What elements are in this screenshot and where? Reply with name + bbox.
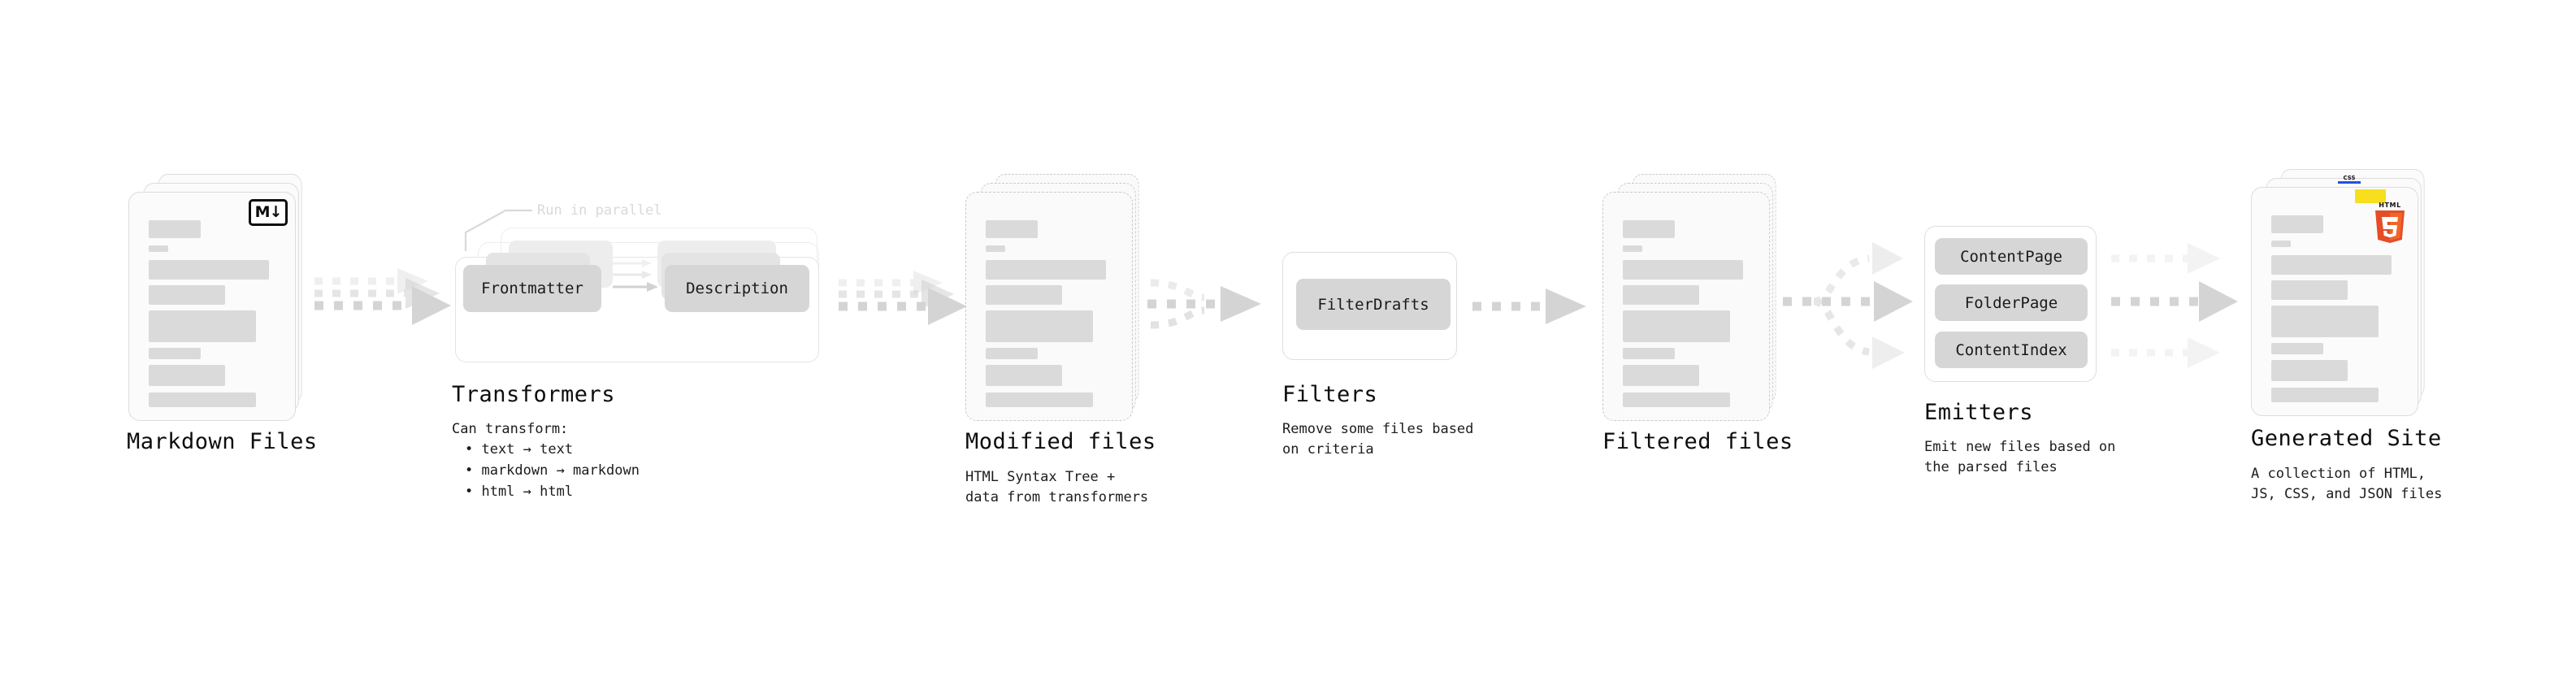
- skeleton-bar: [1623, 245, 1642, 252]
- run-in-parallel-label: Run in parallel: [537, 202, 662, 219]
- skeleton-bar: [2271, 343, 2323, 354]
- filtered-files-card-stack: [1602, 174, 1776, 421]
- skeleton-bar: [2271, 215, 2323, 233]
- skeleton-bar: [1623, 285, 1699, 305]
- skeleton-bar: [986, 310, 1093, 342]
- stage-title-modified-files: Modified files: [965, 429, 1156, 454]
- skeleton-bar: [1623, 260, 1743, 280]
- markdown-badge: M↓: [249, 199, 288, 226]
- modified-files-subtitle: HTML Syntax Tree + data from transformer…: [965, 469, 1149, 505]
- skeleton-bar: [986, 260, 1106, 280]
- stage-title-markdown-files: Markdown Files: [127, 429, 318, 454]
- transformer-inner-arrows: [613, 259, 658, 292]
- connector-modified-to-filters-fan-in: [1147, 279, 1261, 329]
- skeleton-bar: [2271, 241, 2291, 247]
- emitters-box: ContentPage FolderPage ContentIndex: [1924, 226, 2097, 382]
- transformers-bullet-0: • text → text: [465, 441, 574, 458]
- file-card-front: [1602, 192, 1770, 421]
- stage-title-filters: Filters: [1282, 382, 1378, 407]
- skeleton-bar: [986, 348, 1038, 359]
- skeleton-bar: [1623, 348, 1675, 359]
- transformers-box-stack: Frontmatter Description: [452, 228, 834, 366]
- javascript-badge: [2355, 189, 2386, 203]
- skeleton-bar: [149, 220, 201, 238]
- html5-badge: HTML: [2371, 200, 2409, 243]
- connector-filters-to-filtered: [1472, 288, 1586, 324]
- skeleton-bar: [2271, 280, 2348, 300]
- svg-text:HTML: HTML: [2379, 202, 2401, 209]
- connector-transformers-to-modified: [839, 271, 967, 325]
- emitter-chip-folderpage[interactable]: FolderPage: [1935, 284, 2088, 321]
- skeleton-bar: [986, 245, 1005, 252]
- skeleton-bar: [2271, 388, 2379, 402]
- skeleton-bar: [986, 220, 1038, 238]
- css3-badge: CSS: [2335, 173, 2363, 186]
- skeleton-bar: [149, 348, 201, 359]
- run-in-parallel-leader-line: [464, 209, 532, 251]
- connector-filtered-to-emitters-fan-out: [1783, 242, 1913, 369]
- skeleton-bar: [149, 260, 269, 280]
- transformers-bullet-2: • html → html: [465, 484, 574, 500]
- skeleton-bar: [1623, 393, 1730, 407]
- emitters-subtitle: Emit new files based on the parsed files: [1924, 439, 2116, 475]
- skeleton-bar: [149, 245, 168, 252]
- skeleton-bar: [1623, 220, 1675, 238]
- skeleton-bar: [986, 393, 1093, 407]
- modified-files-card-stack: [965, 174, 1139, 421]
- transformers-bullet-1: • markdown → markdown: [465, 462, 640, 479]
- connector-markdown-to-transformers: [314, 268, 451, 325]
- skeleton-bar: [986, 285, 1062, 305]
- stage-title-generated-site: Generated Site: [2251, 426, 2442, 451]
- skeleton-bar: [149, 393, 256, 407]
- connector-emitters-to-site: [2111, 243, 2238, 368]
- skeleton-bar: [149, 285, 225, 305]
- filter-chip-filterdrafts[interactable]: FilterDrafts: [1296, 279, 1451, 330]
- generated-site-card-stack: CSS HTML: [2251, 169, 2425, 416]
- stage-title-filtered-files: Filtered files: [1602, 429, 1793, 454]
- skeleton-bar: [2271, 255, 2392, 275]
- filters-subtitle: Remove some files based on criteria: [1282, 421, 1474, 458]
- svg-text:CSS: CSS: [2343, 175, 2355, 181]
- emitter-chip-contentindex[interactable]: ContentIndex: [1935, 332, 2088, 368]
- stage-title-emitters: Emitters: [1924, 400, 2034, 425]
- skeleton-bar: [1623, 365, 1699, 386]
- transformer-chip-description[interactable]: Description: [665, 265, 809, 312]
- skeleton-bar: [2271, 360, 2348, 381]
- emitter-chip-contentpage[interactable]: ContentPage: [1935, 238, 2088, 275]
- skeleton-bar: [149, 310, 256, 342]
- transformer-chip-frontmatter[interactable]: Frontmatter: [463, 265, 601, 312]
- file-card-front: [128, 192, 296, 421]
- markdown-files-card-stack: M↓: [128, 174, 302, 421]
- skeleton-bar: [149, 365, 225, 386]
- stage-title-transformers: Transformers: [452, 382, 616, 407]
- skeleton-bar: [2271, 306, 2379, 337]
- transformers-subtitle: Can transform:: [452, 421, 569, 437]
- skeleton-bar: [1623, 310, 1730, 342]
- filters-box: FilterDrafts: [1282, 252, 1457, 360]
- skeleton-bar: [986, 365, 1062, 386]
- generated-site-subtitle: A collection of HTML, JS, CSS, and JSON …: [2251, 466, 2443, 502]
- file-card-front: [965, 192, 1133, 421]
